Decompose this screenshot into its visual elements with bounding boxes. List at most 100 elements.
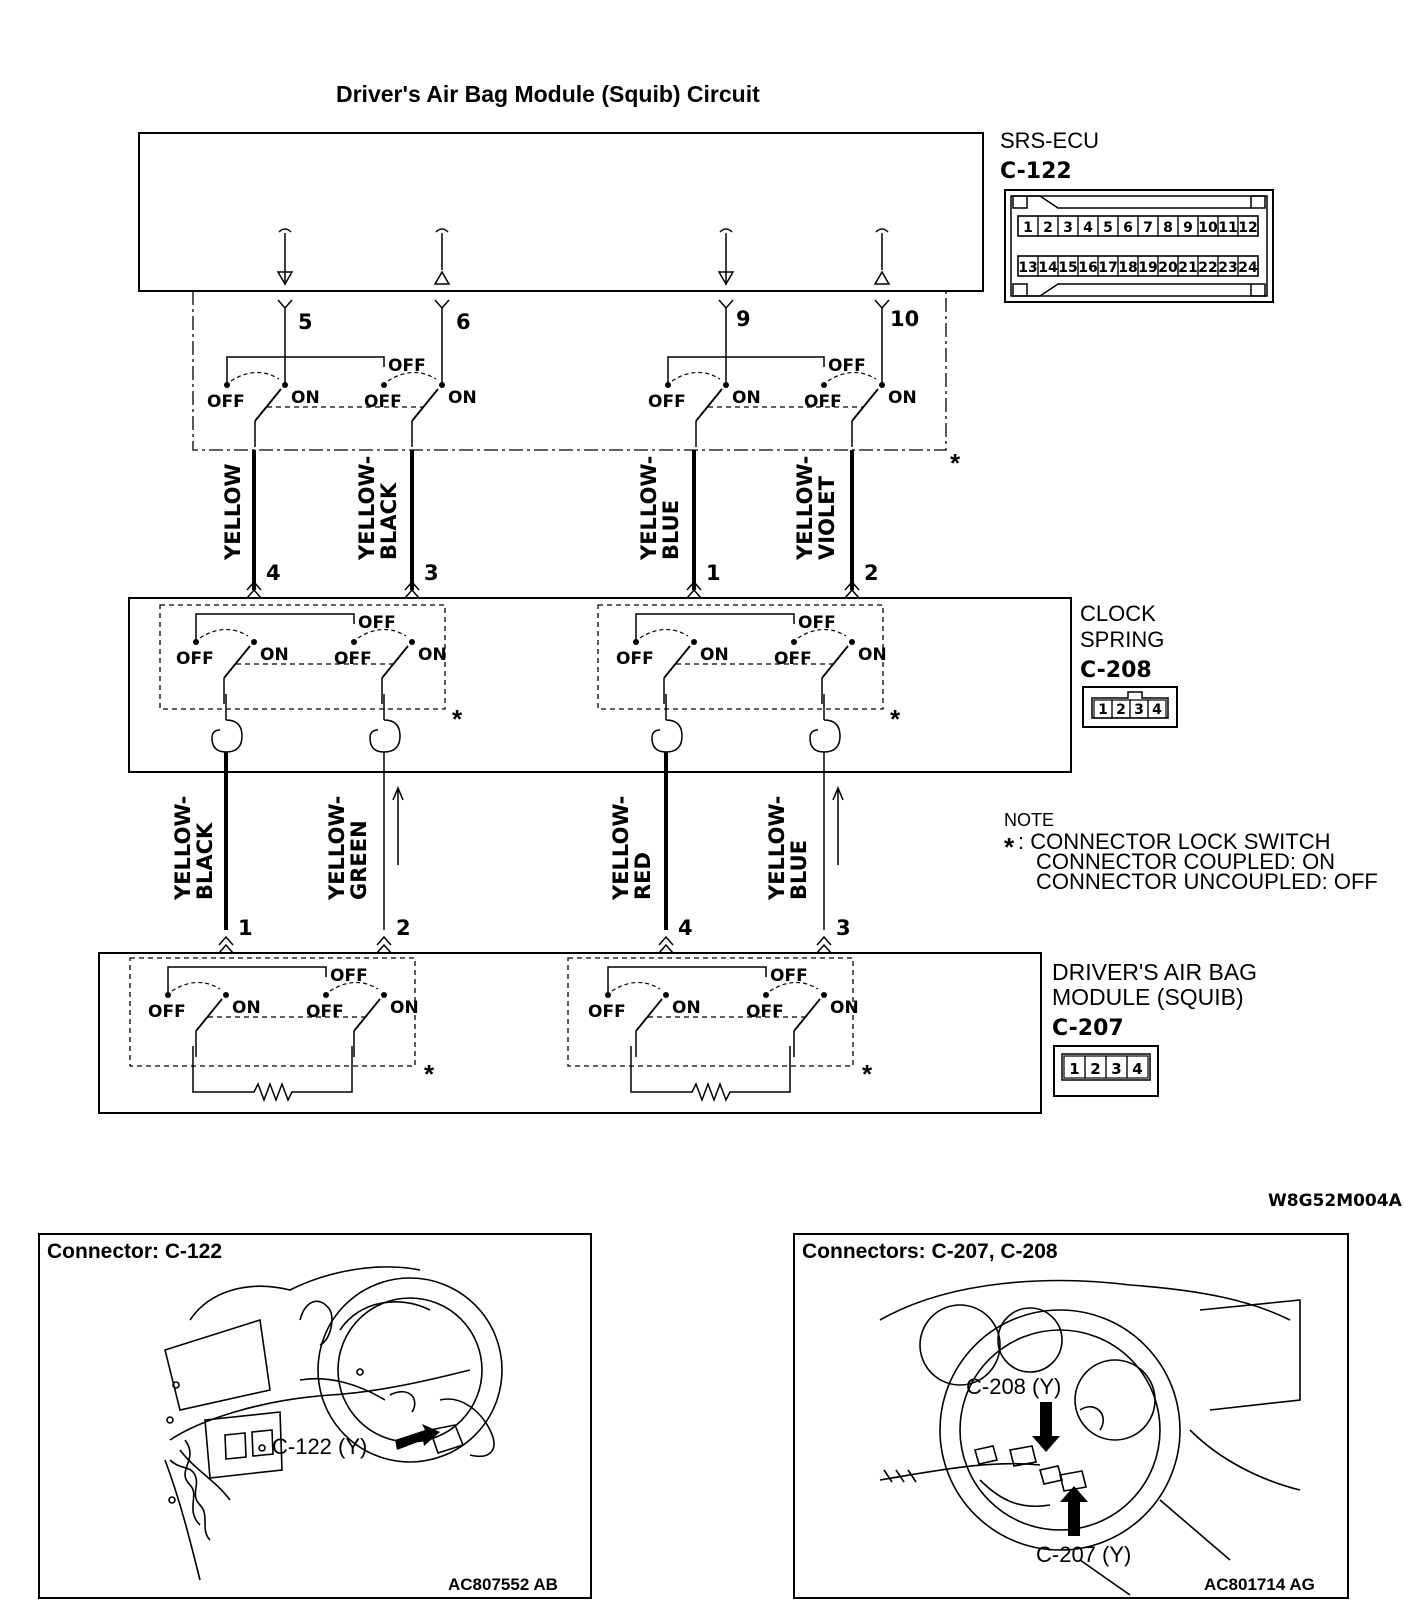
upper-wire-label-line: YELLOW-	[793, 456, 817, 561]
c207-pin-label: 1	[1069, 1060, 1079, 1078]
switch-off-label: OFF	[828, 356, 866, 376]
module-name-2: MODULE (SQUIB)	[1052, 984, 1244, 1010]
srs-ecu-connector-id: C-122	[1000, 159, 1072, 184]
c122-pin-label: 4	[1083, 220, 1093, 236]
lower-wire-label-line: YELLOW-	[609, 796, 633, 901]
cs-lock-star-right: *	[890, 704, 901, 734]
lower-wires	[224, 752, 844, 930]
module-lock-enclosure-right	[567, 957, 854, 1067]
locator-c122-callout: C-122 (Y)	[272, 1434, 367, 1459]
switch-on-label: ON	[291, 388, 320, 408]
switch-off-label: OFF	[774, 649, 812, 669]
module-lock-star-left: *	[424, 1059, 435, 1089]
clock-spring-box	[128, 597, 1072, 773]
c122-pin-label: 10	[1198, 220, 1218, 236]
upper-wire-label-line: VIOLET	[815, 475, 839, 560]
switch-on-label: ON	[448, 388, 477, 408]
srs-ecu-name: SRS-ECU	[1000, 128, 1099, 153]
c122-pin-label: 17	[1098, 260, 1117, 276]
switch-off-label: OFF	[176, 649, 214, 669]
c122-pin-cell	[1237, 215, 1259, 237]
clock-spring-connector-id: C-208	[1080, 658, 1152, 683]
switch-on-label: ON	[700, 645, 729, 665]
ecu-lock-star: *	[950, 448, 961, 478]
cs-terminal-3: 3	[424, 561, 439, 585]
cs-lock-enclosure-right	[597, 604, 884, 710]
switch-off-label: OFF	[648, 392, 686, 412]
locator-c207-callout: C-207 (Y)	[1036, 1542, 1131, 1567]
clock-spring-name-2: SPRING	[1080, 627, 1164, 652]
clock-spring-coils	[211, 694, 841, 753]
upper-wires	[252, 450, 854, 590]
c122-pin-label: 21	[1178, 260, 1197, 276]
upper-wire-label-line: YELLOW	[221, 463, 245, 561]
dashboard-sketch-left	[164, 1266, 503, 1581]
c122-pin-label: 14	[1038, 260, 1058, 276]
lower-wire-label-line: RED	[631, 852, 655, 900]
switch-off-label: OFF	[358, 613, 396, 633]
upper-wire-label: YELLOW	[221, 463, 245, 561]
dashboard-sketch-right	[879, 1279, 1301, 1596]
cs-lock-star-left: *	[452, 704, 463, 734]
lower-wire-label-line: BLUE	[787, 840, 811, 900]
note-star: *	[1004, 832, 1015, 862]
clock-spring-name-1: CLOCK	[1080, 601, 1156, 626]
switch-on-label: ON	[888, 388, 917, 408]
switch-off-label: OFF	[364, 392, 402, 412]
c122-pin-label: 19	[1138, 260, 1157, 276]
c122-pin-label: 7	[1143, 220, 1153, 236]
c122-pin-label: 24	[1238, 260, 1258, 276]
c122-pin-label: 18	[1118, 260, 1137, 276]
c122-pin-label: 6	[1123, 220, 1133, 236]
clock-spring-terminals: 4 3 1 2	[246, 561, 879, 599]
locator-c122-code: AC807552 AB	[448, 1575, 558, 1594]
lower-wire-label-line: YELLOW-	[325, 796, 349, 901]
cs-terminal-1: 1	[706, 561, 721, 585]
switch-off-label: OFF	[746, 1002, 784, 1022]
airbag-module-box	[98, 952, 1042, 1114]
switch-off-label: OFF	[798, 613, 836, 633]
locator-panel-c122	[38, 1233, 592, 1599]
c207-pin-label: 2	[1090, 1060, 1100, 1078]
c122-pin-label: 12	[1238, 220, 1257, 236]
c122-pin-label: 16	[1078, 260, 1097, 276]
locator-panel-c207-c208	[793, 1233, 1349, 1599]
locator-c207-c208-title: Connectors: C-207, C-208	[802, 1240, 1058, 1263]
lower-wire-label: YELLOW-BLACK	[171, 796, 217, 901]
lower-wire-label-line: BLACK	[193, 822, 217, 900]
note-line-1: : CONNECTOR LOCK SWITCH	[1018, 829, 1331, 854]
c122-locator-arrow	[395, 1424, 440, 1450]
c207-pin-label: 4	[1132, 1060, 1142, 1078]
c122-pin-label: 15	[1058, 260, 1077, 276]
c208-locator-arrow	[1032, 1402, 1060, 1452]
switch-on-label: ON	[390, 998, 419, 1018]
c122-pin-label: 1	[1023, 220, 1033, 236]
switch-off-label: OFF	[616, 649, 654, 669]
lower-wire-label-line: YELLOW-	[765, 796, 789, 901]
upper-wire-label: YELLOW-VIOLET	[793, 456, 839, 561]
c122-pin-label: 11	[1218, 220, 1237, 236]
switch-on-label: ON	[830, 998, 859, 1018]
ecu-terminal-5: 5	[298, 310, 313, 334]
upper-wire-label-line: BLUE	[659, 500, 683, 560]
locator-c208-callout: C-208 (Y)	[966, 1374, 1061, 1399]
ecu-terminal-9: 9	[736, 307, 751, 331]
srs-ecu-box	[138, 132, 984, 292]
switch-on-label: ON	[858, 645, 887, 665]
upper-wire-label-line: BLACK	[377, 482, 401, 560]
note-line-2: CONNECTOR COUPLED: ON	[1036, 849, 1335, 874]
module-lock-star-right: *	[862, 1059, 873, 1089]
c208-pin-label: 1	[1098, 702, 1108, 718]
diagram-title: Driver's Air Bag Module (Squib) Circuit	[336, 81, 760, 107]
module-terminal-4: 4	[678, 916, 693, 940]
c122-pin-label: 20	[1158, 260, 1178, 276]
cs-terminal-2: 2	[864, 561, 879, 585]
c208-pin-label: 3	[1134, 702, 1144, 718]
